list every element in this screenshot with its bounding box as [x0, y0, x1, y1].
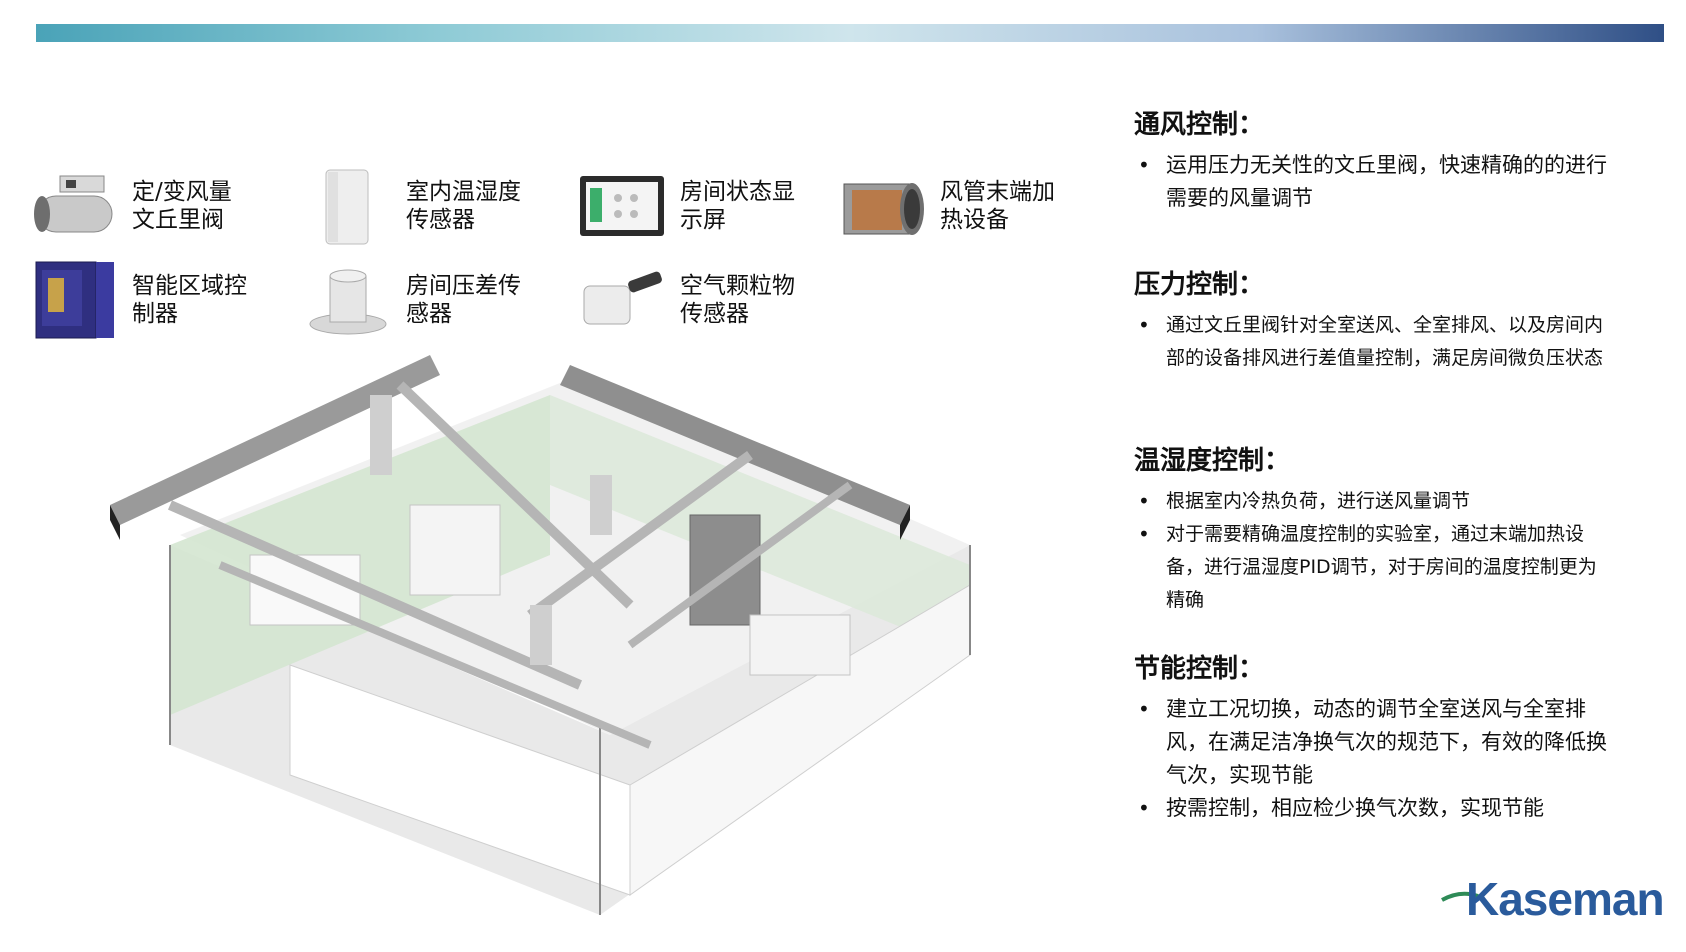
device-label: 房间状态显 示屏: [680, 179, 795, 233]
bullet-item: 运用压力无关性的文丘里阀，快速精确的的进行需要的风量调节: [1134, 149, 1614, 215]
lab-isometric-illustration: [110, 355, 971, 915]
bullet-item: 对于需要精确温度控制的实验室，通过末端加热设备，进行温湿度PID调节，对于房间的…: [1134, 518, 1614, 617]
device-duct-heater: 风管末端加 热设备: [838, 162, 1055, 250]
device-room-status-display: 房间状态显 示屏: [578, 162, 795, 250]
zone-controller-icon: [35, 261, 114, 339]
logo-text: Kaseman: [1466, 873, 1665, 925]
section-title: 温湿度控制：: [1134, 446, 1291, 476]
device-label: 室内温湿度 传感器: [406, 179, 521, 233]
section-ventilation: 通风控制： 运用压力无关性的文丘里阀，快速精确的的进行需要的风量调节: [1134, 104, 1614, 215]
device-label: 定/变风量 文丘里阀: [132, 179, 232, 233]
device-label: 智能区域控 制器: [132, 273, 247, 327]
top-accent-bar: [36, 24, 1664, 42]
section-title: 压力控制：: [1134, 270, 1265, 300]
device-temp-humidity-sensor: 室内温湿度 传感器: [304, 162, 521, 250]
device-label: 空气颗粒物 传感器: [680, 273, 795, 327]
duct-heater-icon: [843, 183, 924, 235]
section-title: 节能控制：: [1134, 654, 1265, 684]
section-title: 通风控制：: [1134, 110, 1265, 140]
room-status-display-icon: [580, 176, 664, 236]
logo-swoosh-icon: [1441, 891, 1479, 902]
venturi-valve-icon: [34, 175, 113, 233]
bullet-item: 按需控制，相应检少换气次数，实现节能: [1134, 792, 1614, 825]
device-venturi-valve: 定/变风量 文丘里阀: [30, 162, 232, 250]
section-pressure: 压力控制： 通过文丘里阀针对全室送风、全室排风、以及房间内部的设备排风进行差值量…: [1134, 264, 1614, 375]
device-zone-controller: 智能区域控 制器: [30, 256, 247, 344]
section-temperature: 温湿度控制： 根据室内冷热负荷，进行送风量调节 对于需要精确温度控制的实验室，通…: [1134, 440, 1614, 617]
bullet-item: 根据室内冷热负荷，进行送风量调节: [1134, 485, 1614, 518]
device-label: 风管末端加 热设备: [940, 179, 1055, 233]
kaseman-logo: Kaseman: [1440, 872, 1665, 925]
device-particle-sensor: 空气颗粒物 传感器: [578, 256, 795, 344]
bullet-item: 建立工况切换，动态的调节全室送风与全室排风，在满足洁净换气次的规范下，有效的降低…: [1134, 693, 1614, 792]
device-label: 房间压差传 感器: [406, 273, 521, 327]
temp-humidity-sensor-icon: [325, 169, 369, 245]
bullet-item: 通过文丘里阀针对全室送风、全室排风、以及房间内部的设备排风进行差值量控制，满足房…: [1134, 309, 1614, 375]
particle-sensor-icon: [583, 271, 662, 325]
pressure-sensor-icon: [309, 269, 387, 335]
device-pressure-sensor: 房间压差传 感器: [304, 256, 521, 344]
section-energy: 节能控制： 建立工况切换，动态的调节全室送风与全室排风，在满足洁净换气次的规范下…: [1134, 648, 1614, 825]
